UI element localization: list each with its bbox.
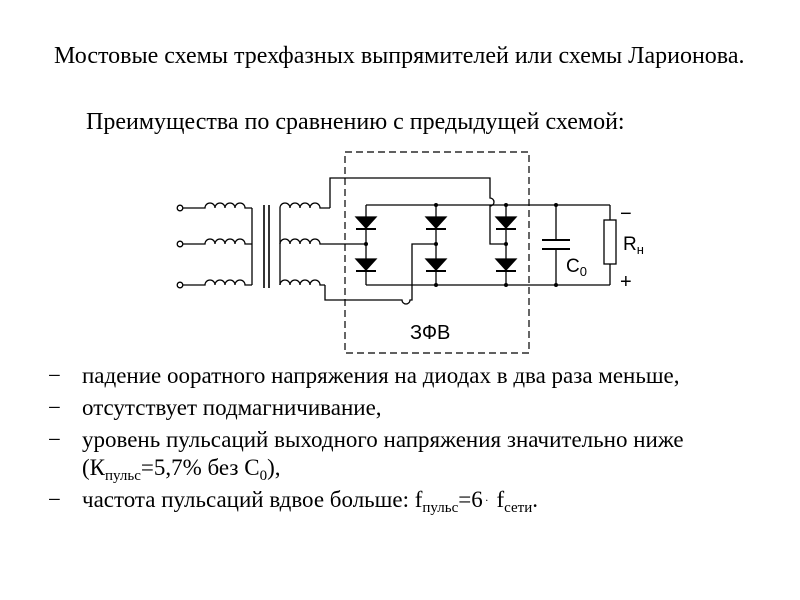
input-terminals	[176, 204, 184, 289]
minus-sign: −	[620, 203, 632, 225]
slide-subtitle: Преимущества по сравнению с предыдущей с…	[86, 109, 625, 135]
bullet-dash: −	[48, 363, 61, 388]
secondary-windings	[279, 202, 366, 286]
bullet-dash: −	[48, 395, 61, 420]
capacitor-c0	[542, 205, 570, 285]
transformer-core	[263, 205, 270, 288]
advantages-list: − падение ооратного напряжения на диодах…	[48, 362, 768, 518]
bullet-dash: −	[48, 427, 61, 452]
list-item: − падение ооратного напряжения на диодах…	[48, 362, 768, 390]
bullet-text: уровень пульсаций выходного напряжения з…	[82, 427, 684, 484]
slide-title: Мостовые схемы трехфазных выпрямителей и…	[54, 43, 745, 69]
plus-sign: +	[620, 271, 632, 293]
list-item: − уровень пульсаций выходного напряжения…	[48, 426, 768, 484]
list-item: − отсутствует подмагничивание,	[48, 394, 768, 422]
phase-c-wire	[324, 243, 436, 305]
primary-windings	[183, 202, 253, 286]
bullet-text: падение ооратного напряжения на диодах в…	[82, 363, 680, 388]
zfv-block-border	[344, 151, 530, 354]
capacitor-label: C0	[566, 256, 587, 279]
resistor-label: Rн	[623, 234, 644, 257]
bullet-text: частота пульсаций вдвое больше: fпульс=6…	[82, 487, 538, 516]
bullet-dash: −	[48, 487, 61, 512]
phase-a-wire	[329, 177, 506, 245]
zfv-label: ЗФВ	[410, 322, 450, 344]
list-item: − частота пульсаций вдвое больше: fпульс…	[48, 486, 768, 516]
bullet-text: отсутствует подмагничивание,	[82, 395, 382, 420]
junction-dots	[364, 203, 558, 287]
load-resistor	[603, 205, 617, 285]
